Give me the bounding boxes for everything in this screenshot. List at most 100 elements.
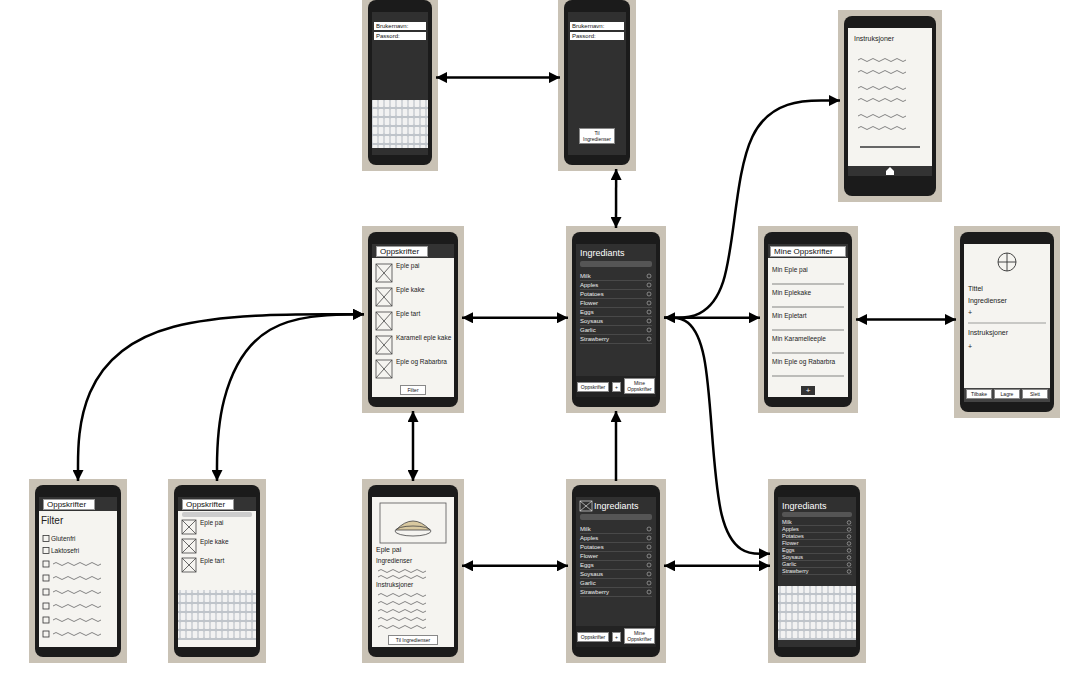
- dark-screen: [568, 12, 626, 155]
- dark-screen: [778, 497, 856, 647]
- screen-title: Mine Oppskrifter: [770, 246, 846, 257]
- flow-arrow: [664, 565, 770, 568]
- dark-screen: [576, 244, 656, 397]
- button: +: [801, 386, 815, 395]
- button: Tilbake: [966, 389, 992, 399]
- flow-arrow: [78, 314, 364, 481]
- screen-title: Ingrediants: [594, 501, 654, 511]
- phone-body: [572, 232, 660, 407]
- photo-backdrop: [954, 226, 1060, 418]
- checkbox: [43, 536, 49, 638]
- phone-screen: IngrediantsMilkApplesPotatoesFlowerEggsS…: [572, 485, 660, 657]
- list-separator: [772, 284, 844, 376]
- button: Mine Oppskrifter: [624, 628, 655, 644]
- photo-backdrop: [362, 226, 464, 413]
- header-strip: [178, 497, 256, 511]
- list-item: Soysaus: [580, 570, 642, 578]
- paper-screen: [372, 244, 454, 397]
- phone-body: [844, 16, 936, 196]
- phone-screen: OppskrifterEple paiEple kakeEple tartKar…: [368, 232, 458, 407]
- phone-screen: Instruksjoner: [844, 16, 936, 196]
- screen-text: Instruksjoner: [968, 328, 1046, 337]
- dark-screen: [576, 497, 656, 647]
- list-item: Garlic: [782, 561, 842, 568]
- list-item: Milk: [580, 272, 642, 280]
- input-field: Passord:: [570, 32, 624, 40]
- list-item: Strawberry: [580, 335, 642, 343]
- list-item: Potatoes: [782, 533, 842, 540]
- photo-backdrop: [168, 479, 266, 663]
- divider: [968, 323, 1046, 324]
- search-bar: [580, 261, 652, 267]
- list-item: Eple pai: [200, 519, 254, 527]
- button: Oppskrifter: [577, 382, 609, 392]
- input-field: Brukernavn:: [374, 22, 426, 30]
- phone-body: [960, 232, 1054, 412]
- button: Slett: [1022, 389, 1048, 399]
- button: Til Ingredienser: [388, 635, 438, 645]
- keyboard: [178, 590, 256, 640]
- button: +: [612, 382, 621, 392]
- phone-screen: OppskrifterFilterGlutenfriLaktosefri: [35, 485, 121, 657]
- photo-backdrop: [29, 0, 1060, 663]
- screen-text: Eple pai: [376, 545, 450, 554]
- list-item: Eple tart: [396, 310, 452, 318]
- phone-screen: TittelIngredienser+Instruksjoner+Tilbake…: [960, 232, 1054, 412]
- header-strip: [768, 244, 848, 258]
- photo-backdrop: [362, 479, 464, 663]
- flow-arrow: [615, 169, 618, 228]
- list-item: Glutenfri: [51, 535, 111, 543]
- flow-arrow: [412, 411, 415, 481]
- button: Filter: [400, 385, 426, 395]
- dark-screen: [372, 12, 428, 155]
- phone-screen: Brukernavn:Passord:Til Ingredienser: [564, 0, 630, 165]
- paper-screen: [768, 244, 848, 397]
- divider: [860, 146, 920, 148]
- header-strip: [372, 244, 454, 258]
- phone-body: [572, 485, 660, 657]
- screen-text: Ingredienser: [968, 296, 1046, 305]
- list-item: Eple kake: [200, 538, 254, 546]
- photo-backdrop: [838, 10, 942, 202]
- list-item: Milk: [580, 525, 642, 533]
- list-item: Eggs: [782, 547, 842, 554]
- phone-body: [35, 0, 1054, 657]
- flow-arrow: [856, 318, 956, 321]
- photo-backdrop: [768, 479, 866, 663]
- screen-title: Ingrediants: [580, 248, 652, 258]
- add-image-icon: [998, 253, 1016, 271]
- paper-screen: [372, 497, 454, 647]
- image-placeholder: [182, 264, 392, 572]
- list-item: Apples: [580, 281, 642, 289]
- paper-screen: [178, 497, 256, 647]
- paper-screen: [848, 28, 932, 176]
- input-field: Passord:: [374, 32, 426, 40]
- button: Mine Oppskrifter: [624, 378, 655, 394]
- list-item: Eggs: [580, 308, 642, 316]
- list-item: Laktosefri: [51, 547, 111, 555]
- list-item: Eple og Rabarbra: [396, 358, 452, 366]
- phone-body: [564, 0, 630, 165]
- flow-arrow: [436, 76, 560, 79]
- paper-screen: [39, 497, 117, 647]
- phone-body: [764, 232, 852, 407]
- screen-text: +: [968, 342, 988, 351]
- search-bar: [782, 512, 852, 517]
- list-separator: [580, 534, 652, 597]
- phone-screen: IngrediantsMilkApplesPotatoesFlowerEggsS…: [774, 485, 860, 657]
- phone-body: [174, 485, 260, 657]
- list-separator: [580, 281, 852, 597]
- search-bar: [580, 514, 652, 520]
- phone-screen: Brukernavn: Passord:: [368, 0, 432, 165]
- screen-title: Oppskrifter: [43, 499, 95, 510]
- list-item: Milk: [782, 519, 842, 526]
- phone-screen: OppskrifterEple paiEple kakeEple tart: [174, 485, 260, 657]
- recipe-picture: [380, 503, 446, 543]
- phone-body: [368, 232, 458, 407]
- list-item: Potatoes: [580, 290, 642, 298]
- list-item: Flower: [580, 299, 642, 307]
- button: Oppskrifter: [577, 632, 609, 642]
- phone-body: [35, 485, 121, 657]
- button: Lagre: [994, 389, 1020, 399]
